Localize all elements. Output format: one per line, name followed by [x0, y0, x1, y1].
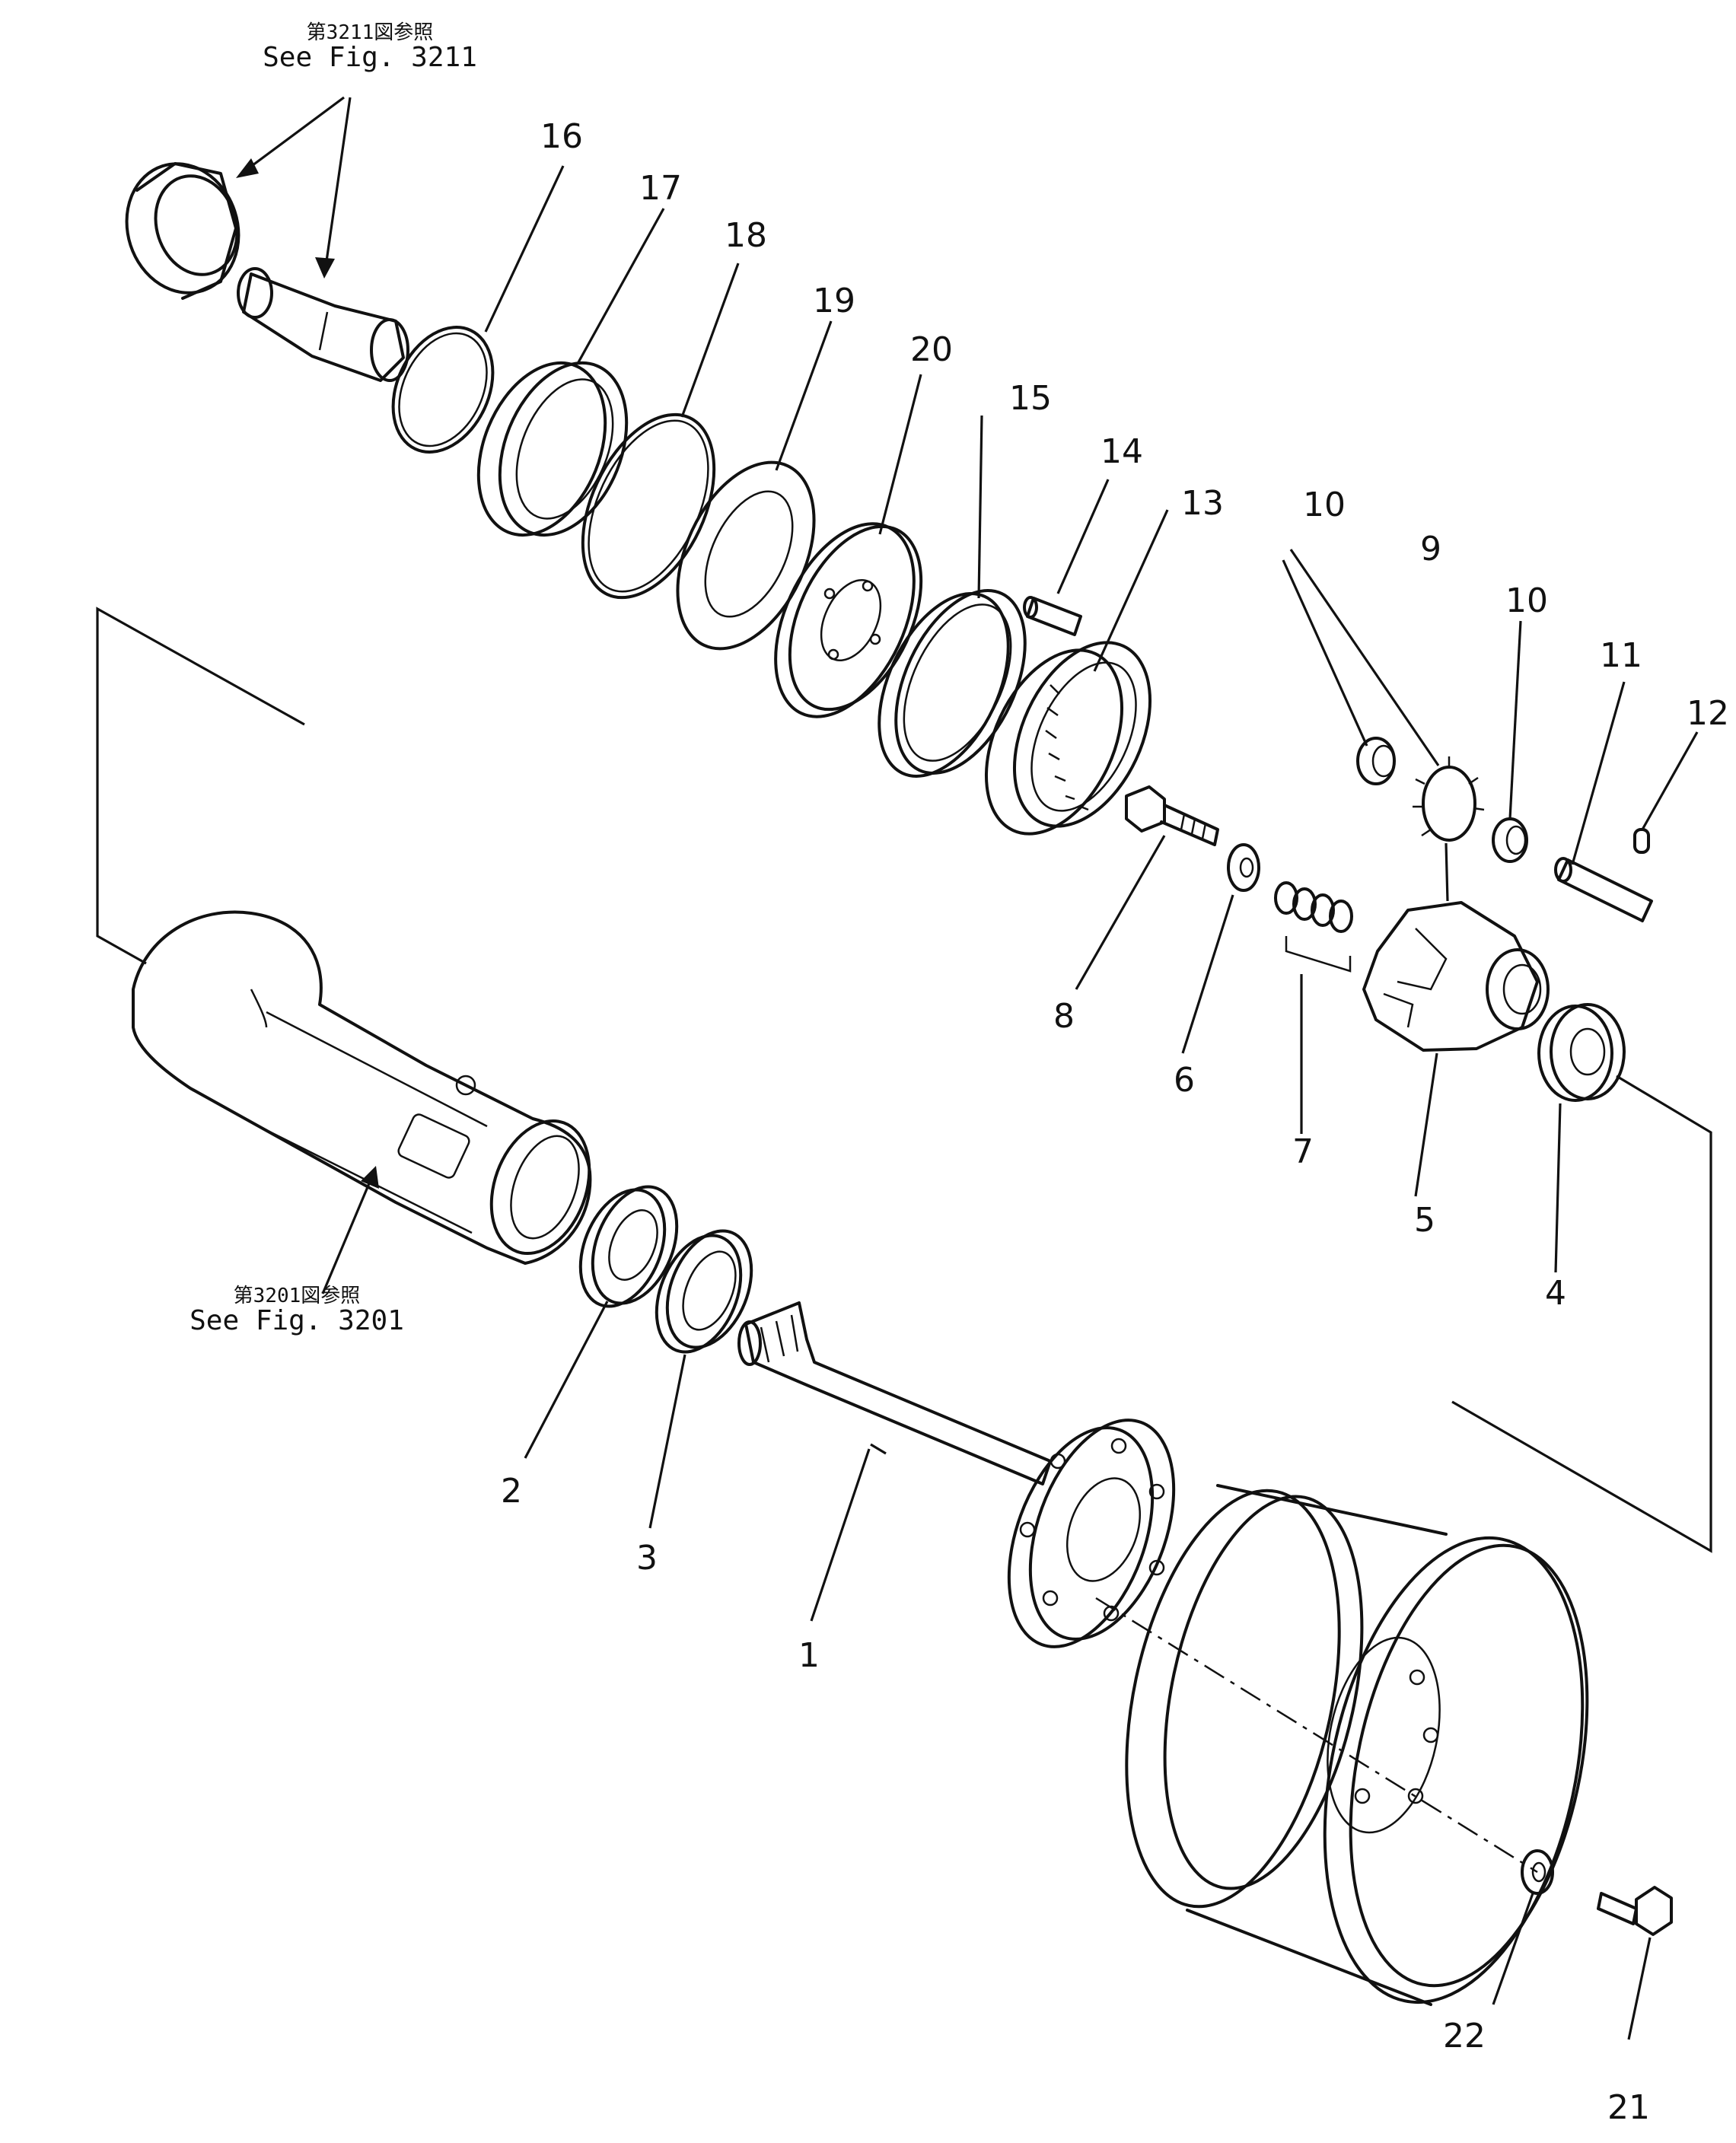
- separator-plate-part: [676, 460, 816, 651]
- callout-17: 17: [639, 169, 682, 208]
- callout-10-upper: 10: [1303, 486, 1346, 524]
- shim-set-part: [1274, 881, 1353, 973]
- wheel-washer-part: [1521, 1849, 1554, 1895]
- pinion-shaft-part: [237, 267, 409, 382]
- callout-13: 13: [1181, 484, 1224, 523]
- pinion-gear-part: [1413, 756, 1485, 842]
- needle-bearing-part-2: [1492, 817, 1528, 863]
- ball-bearing-part: [1537, 1003, 1626, 1102]
- callout-16: 16: [540, 117, 583, 156]
- axle-bearing-part: [578, 1185, 679, 1308]
- wheel-bolt-part: [1597, 1886, 1673, 1936]
- callout-15: 15: [1009, 379, 1052, 418]
- friction-disc-part: [774, 522, 923, 718]
- ref-3201-arrow: [321, 1166, 379, 1294]
- callout-21: 21: [1607, 2088, 1650, 2127]
- reference-fig-3201: 第3201図参照 See Fig. 3201: [190, 1285, 404, 1337]
- callout-7: 7: [1292, 1132, 1314, 1171]
- callout-14: 14: [1101, 432, 1143, 471]
- callout-2: 2: [501, 1472, 522, 1511]
- washer-part: [1227, 843, 1260, 892]
- callout-12: 12: [1687, 694, 1729, 733]
- reference-fig-3211-en: See Fig. 3211: [263, 42, 477, 74]
- callout-3: 3: [636, 1539, 658, 1578]
- callout-20: 20: [910, 330, 953, 369]
- retainer-ring-part: [878, 589, 1027, 778]
- assembly-bracket-left: [96, 607, 305, 965]
- callout-19: 19: [813, 282, 855, 320]
- callout-9: 9: [1420, 530, 1441, 568]
- wheel-rim-part: [1125, 1484, 1589, 2006]
- callout-1: 1: [798, 1636, 820, 1675]
- ref-3211-arrows: [236, 96, 352, 279]
- callout-11: 11: [1600, 636, 1642, 675]
- axle-housing-part: [132, 910, 592, 1265]
- reference-fig-3201-en: See Fig. 3201: [190, 1305, 404, 1337]
- spring-pin-part: [1633, 828, 1650, 854]
- assembly-bracket-right: [1451, 1075, 1712, 1553]
- callout-8: 8: [1053, 997, 1075, 1036]
- callout-6: 6: [1174, 1061, 1195, 1100]
- callout-leaders: [484, 165, 1699, 2040]
- piston-part: [476, 361, 629, 537]
- reference-fig-3211-ja: 第3211図参照: [306, 21, 434, 44]
- callout-22: 22: [1443, 2017, 1486, 2055]
- oil-seal-part: [655, 1229, 753, 1354]
- callout-10-lower: 10: [1505, 581, 1548, 620]
- bolt-part: [1125, 785, 1219, 846]
- differential-case-part: [1362, 901, 1550, 1052]
- reference-fig-3201-ja: 第3201図参照: [233, 1285, 361, 1307]
- reference-fig-3211: 第3211図参照 See Fig. 3211: [263, 21, 477, 74]
- callout-18: 18: [725, 216, 767, 255]
- axle-shaft-part: [737, 1301, 1176, 1648]
- dowel-pin-part: [1023, 596, 1082, 636]
- callout-5: 5: [1414, 1201, 1435, 1240]
- o-ring-part: [391, 326, 495, 454]
- ring-gear-part: [984, 641, 1152, 836]
- needle-bearing-part: [1356, 737, 1396, 785]
- pinion-shaft-pin-part: [1554, 857, 1653, 922]
- gear-hub-part: [125, 162, 240, 300]
- o-ring-large-part: [581, 412, 716, 600]
- callout-4: 4: [1545, 1274, 1566, 1313]
